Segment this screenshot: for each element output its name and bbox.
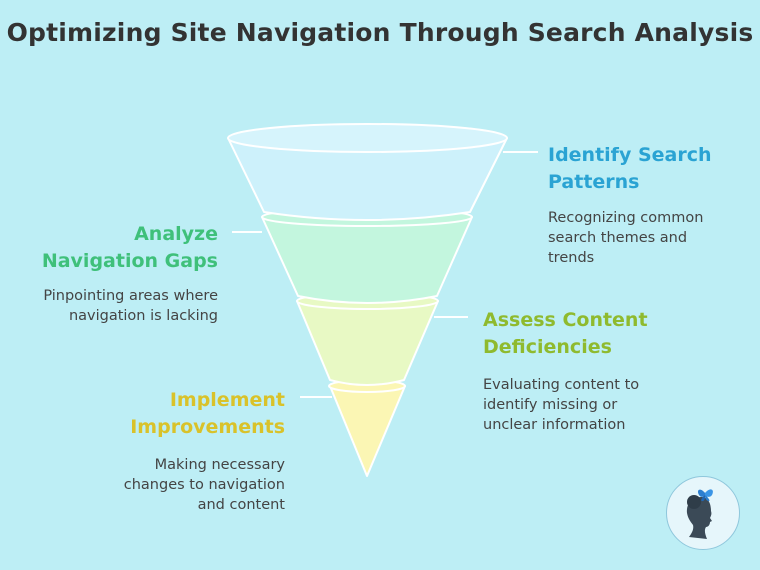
stage-3-desc-line-1: Evaluating content to <box>483 377 640 393</box>
stage-2-heading: Analyze Navigation Gaps <box>10 221 218 275</box>
funnel-stage-1-top <box>227 123 508 153</box>
stage-1-heading-line-2: Patterns <box>548 171 640 193</box>
funnel-stage-3 <box>296 300 439 386</box>
woman-silhouette-butterfly-icon <box>686 489 713 539</box>
stage-3-heading-line-2: Deficiencies <box>483 336 612 358</box>
stage-3-description: Evaluating content to identify missing o… <box>483 375 713 435</box>
stage-1-heading: Identify Search Patterns <box>548 142 748 196</box>
stage-1-desc-line-3: trends <box>548 250 595 266</box>
stage-1-desc-line-2: search themes and <box>548 230 688 246</box>
stage-2-heading-line-2: Navigation Gaps <box>41 250 218 272</box>
stage-2-heading-line-1: Analyze <box>134 223 218 245</box>
stage-2-description: Pinpointing areas where navigation is la… <box>10 286 218 326</box>
stage-4-desc-line-3: and content <box>197 497 285 513</box>
avatar <box>666 476 740 550</box>
stage-4-heading-line-2: Improvements <box>130 416 285 438</box>
funnel-stage-2 <box>261 216 473 304</box>
stage-1-desc-line-1: Recognizing common <box>548 210 704 226</box>
stage-3-heading: Assess Content Deficiencies <box>483 307 713 361</box>
stage-1-heading-line-1: Identify Search <box>548 144 712 166</box>
stage-3-desc-line-2: identify missing or <box>483 397 618 413</box>
funnel-stage-4 <box>329 385 406 477</box>
stage-4-description: Making necessary changes to navigation a… <box>60 455 285 515</box>
page-title: Optimizing Site Navigation Through Searc… <box>6 18 754 47</box>
funnel-stage-1 <box>227 137 508 221</box>
stage-2-desc-line-2: navigation is lacking <box>68 308 218 324</box>
stage-4-desc-line-2: changes to navigation <box>123 477 285 493</box>
stage-4-heading-line-1: Implement <box>169 389 285 411</box>
stage-1-description: Recognizing common search themes and tre… <box>548 208 748 268</box>
stage-4-heading: Implement Improvements <box>60 387 285 441</box>
stage-2-desc-line-1: Pinpointing areas where <box>43 288 218 304</box>
stage-3-heading-line-1: Assess Content <box>483 309 648 331</box>
stage-4-desc-line-1: Making necessary <box>154 457 285 473</box>
stage-3-desc-line-3: unclear information <box>483 417 626 433</box>
